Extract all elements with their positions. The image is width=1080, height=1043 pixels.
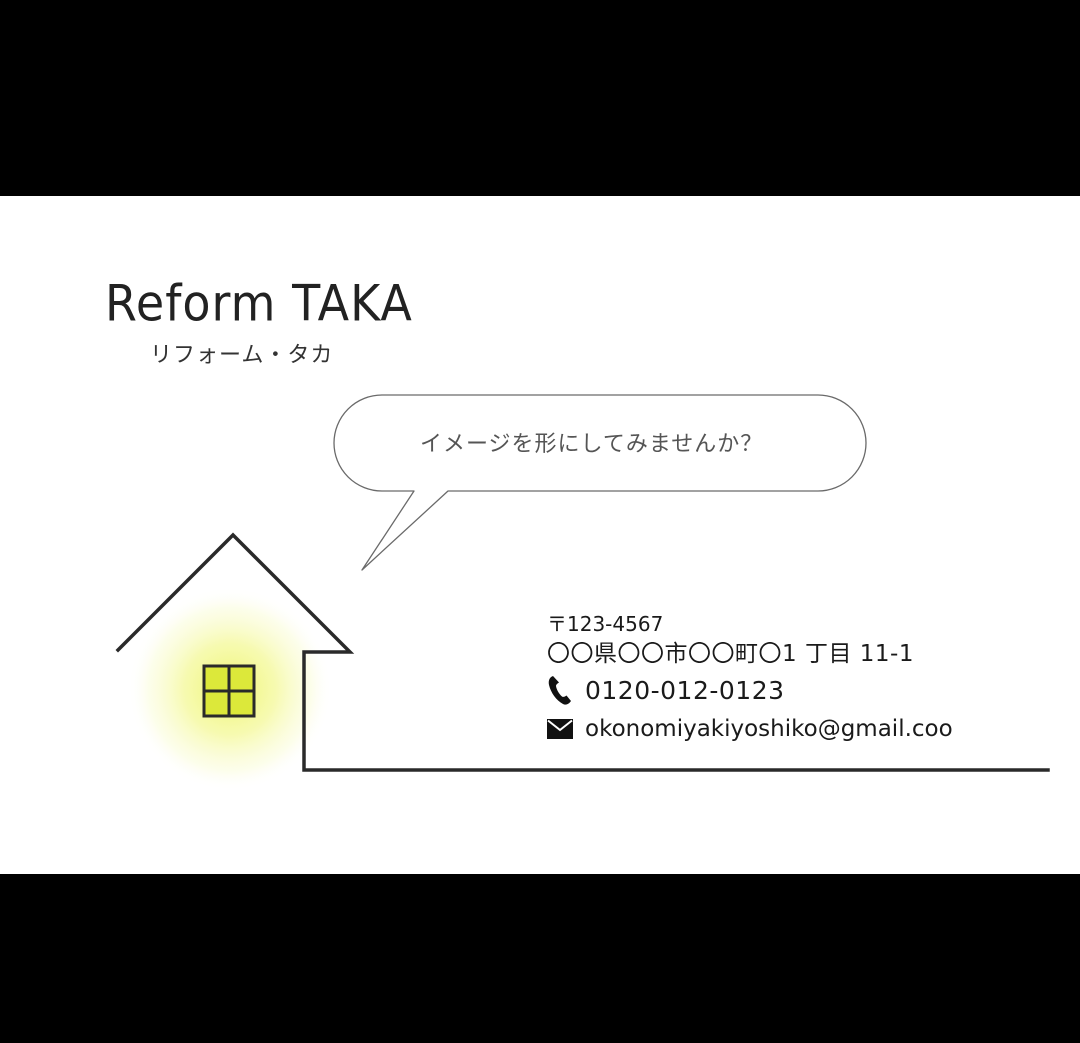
brand-name: Reform TAKA bbox=[105, 274, 413, 333]
phone-icon bbox=[547, 674, 573, 706]
phone-row: 0120-012-0123 bbox=[547, 672, 953, 708]
speech-bubble-text: イメージを形にしてみませんか？ bbox=[420, 432, 764, 457]
business-card: Reform TAKA リフォーム・タカ イメージを形にしてみませんか？ 〒12… bbox=[0, 196, 1080, 874]
contact-block: 〒123-4567 〇〇県〇〇市〇〇町〇1 丁目 11-1 0120-012-0… bbox=[547, 610, 953, 746]
mail-icon bbox=[547, 719, 573, 739]
window-icon bbox=[202, 664, 256, 718]
house-icon bbox=[115, 532, 1050, 791]
email-address: okonomiyakiyoshiko@gmail.coo bbox=[585, 716, 953, 742]
brand-name-kana: リフォーム・タカ bbox=[150, 343, 334, 368]
speech-bubble bbox=[333, 394, 867, 571]
phone-number: 0120-012-0123 bbox=[585, 675, 785, 705]
address: 〇〇県〇〇市〇〇町〇1 丁目 11-1 bbox=[547, 641, 914, 667]
postal-code: 〒123-4567 bbox=[547, 612, 664, 636]
email-row: okonomiyakiyoshiko@gmail.coo bbox=[547, 712, 953, 746]
